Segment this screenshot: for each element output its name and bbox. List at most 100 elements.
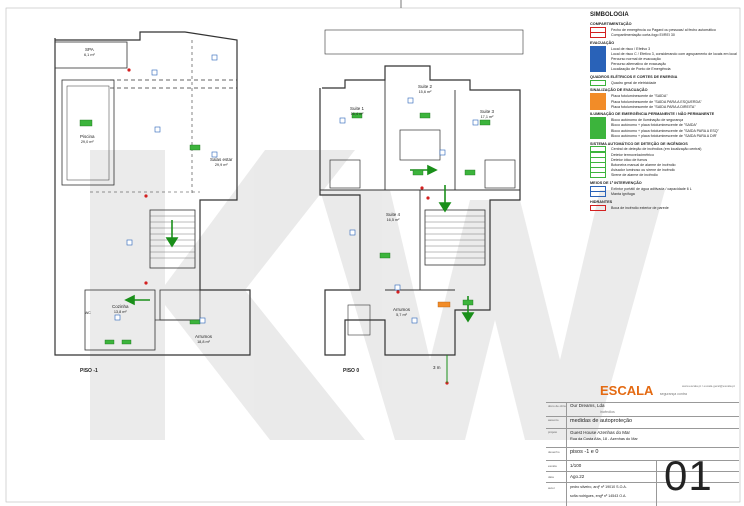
legend-symbol-icon [590,103,606,110]
room-area: 13,8 m² [113,309,127,314]
author-label: autor [548,486,555,490]
legend-item: Localização de Ponto de Emergência [590,66,738,73]
legend-item-label: Percurso normal de evacuação [611,56,661,61]
legend-item-label: Placa fotoluminescente de "SAÍDA PARA A … [611,99,702,104]
evacuation-arrows-piso-minus-1 [124,220,179,306]
legend-symbol-icon [590,172,606,179]
company-logo: ESCALA segurança contra incêndios www.es… [600,382,735,414]
drawing-label: desenho [548,450,560,454]
legend-symbol-icon [590,32,606,39]
room-name: Suite 2 [418,84,433,89]
room-name: Arrumos [393,307,411,312]
legend-symbol-icon [590,79,606,86]
legend-section-heading: SINALIZAÇÃO DE EVACUAÇÃO [590,88,648,93]
legend-section-heading: COMPARTIMENTAÇÃO [590,21,632,26]
legend-item-label: Bloco autónomo de Iluminação de seguranç… [611,118,684,123]
legend-item: Compartimentação corta-fogo EI/REI 30 [590,32,738,39]
room-area: 18,8 m² [197,339,210,344]
legend-item-label: Placa fotoluminescente de "SAÍDA" [611,94,668,99]
room-area: 16,5 m² [386,217,400,222]
room-area: 17,1 m² [480,114,494,119]
legend-item-label: Compartimentação corta-fogo EI/REI 30 [611,32,675,37]
room-name: Salas estar [210,157,233,162]
legend-symbol-icon [590,66,606,73]
drawing: pisos -1 e 0 [570,449,599,455]
legend-item-label: Bloco autónomo + placa fotoluminescente … [611,133,718,138]
sheet-number: 01 [664,452,713,499]
legend-item-label: Percurso alternativo de evacuação [611,62,667,67]
evacuation-arrows-piso-0 [410,164,475,323]
power-board-symbol [437,301,451,308]
exit-signs-piso-minus-1 [79,119,201,345]
subject-label: assunto [548,418,559,422]
logo-contact: www.escala.pt / escala.geral@escala.pt [682,384,735,388]
legend-symbol-icon [590,204,606,211]
legend-item: Local de risco C / Efetivo 3, consideran… [590,50,738,57]
stair-treads-piso-0 [425,215,485,259]
room-area: 29,9 m² [214,162,228,167]
date-label: data [548,475,554,479]
room-area: 5,7 m² [396,312,407,317]
logo-brand: ESCALA [600,383,654,398]
legend-section-heading: MEIOS DE 1ª INTERVENÇÃO [590,180,642,185]
room-name: SPA [85,47,94,52]
legend-item: Bloco autónomo + placa fotoluminescente … [590,132,738,139]
title-block: dono de obra Our Dreams, Lda assunto med… [546,402,739,506]
legend-section-heading: EVACUAÇÃO [590,40,615,45]
logo-tagline: segurança contra incêndios [600,392,687,414]
detector-symbols-piso-minus-1 [114,54,218,324]
room-name: Arrumos [195,334,213,339]
room-name: Suite 3 [480,109,495,114]
author: pedro silveiro, arqº nº 19010 S.O.A. [570,485,627,489]
legend-item: Manta ignífuga [590,191,738,198]
legend-item-label: Localização de Ponto de Emergência [611,67,671,72]
owner: Our Dreams, Lda [570,403,605,408]
project-name: Guest House Azenhas do Mar [570,430,631,435]
fire-equipment-piso-minus-1 [127,68,148,285]
wc-label: WC [85,311,91,315]
room-name: Suite 4 [386,212,401,217]
legend-item-label: Sirene de alarme de incêndio [611,173,658,178]
legend-symbol-icon [590,191,606,198]
legend-item-label: Bloco autónomo + placa fotoluminescente … [611,123,698,128]
room-name: Cozinha [112,304,129,309]
scale-label: escala [548,464,557,468]
legend-item-label: Detetor termovelocimétrico [611,152,654,157]
floor-plan-piso-minus-1 [54,31,251,356]
legend-item: Quadro geral de eletricidade [590,79,738,86]
legend-item: Boca de incêndio exterior de parede [590,204,738,211]
floor-plan-piso-0 [319,29,524,356]
legend-item-label: Extintor portátil de água aditivada / ca… [611,186,692,191]
owner-label: dono de obra [548,404,566,408]
scale: 1/100 [570,463,582,468]
legend-section-heading: HIDRANTES [590,199,613,204]
legend-symbol-icon [590,132,606,139]
legend-title: SIMBOLOGIA [590,12,629,18]
legend-item-label: Botoneira manual de alarme de incêndio [611,162,676,167]
author-2: sofia rodrigues, engª nº 14543 O.A. [570,494,627,498]
legend-item-label: Quadro geral de eletricidade [611,80,657,85]
date: Ago.22 [570,474,585,479]
legend-item-label: Manta ignífuga [611,192,635,197]
scale-bar-label: 3 m [433,365,441,370]
legend-item-label: Local de risco / Efetivo 3 [611,46,651,51]
legend-item-label: Boca de incêndio exterior de parede [611,205,669,210]
legend-item-label: Fecho de emergência ou Pagard ou pessoas… [611,27,716,32]
legend-item: Fecho de emergência ou Pagard ou pessoas… [590,26,738,33]
watermark [90,150,665,440]
legend-item: Bloco autónomo + placa fotoluminescente … [590,127,738,134]
legend-item: Placa fotoluminescente de "SAÍDA PARA A … [590,103,738,110]
room-area: 6,1 m² [84,52,95,57]
